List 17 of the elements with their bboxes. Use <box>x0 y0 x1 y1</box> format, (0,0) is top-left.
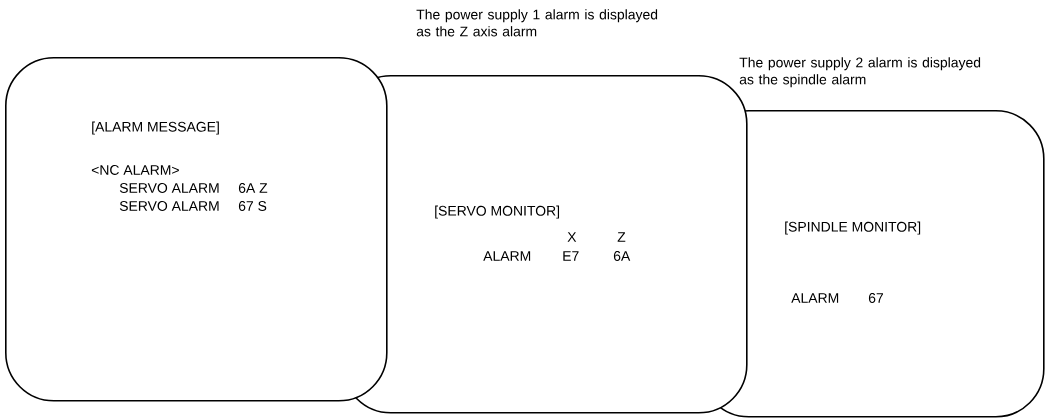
screen-text: SERVO ALARM <box>119 201 219 211</box>
screen-text: 67 <box>868 293 883 303</box>
caption-text: The power supply 1 alarm is displayed as the Z axis alarm <box>416 9 658 37</box>
screen-text: <NC ALARM> <box>91 165 179 175</box>
screen-text: 67 S <box>238 201 267 211</box>
screen-text: Z <box>617 232 626 242</box>
caption-text: The power supply 2 alarm is displayed as the spindle alarm <box>739 57 981 88</box>
screen-text: [ALARM MESSAGE] <box>92 121 219 135</box>
screen-text: [SPINDLE MONITOR] <box>785 221 921 235</box>
screen-text: ALARM <box>791 293 839 303</box>
screen-text: SERVO ALARM <box>119 183 219 193</box>
screen-text: X <box>567 232 577 242</box>
screen-text: E7 <box>563 251 579 261</box>
screen-text: 6A <box>613 251 631 261</box>
screen-text: 6A Z <box>238 183 268 193</box>
screen-text: ALARM <box>483 251 531 261</box>
screen-text: [SERVO MONITOR] <box>435 205 559 219</box>
